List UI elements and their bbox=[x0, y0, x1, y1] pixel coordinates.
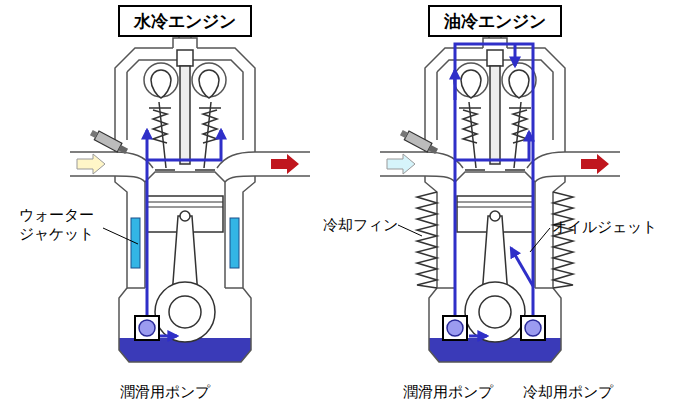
pump-symbol bbox=[443, 316, 467, 340]
part-label: 冷却フィン bbox=[318, 216, 398, 235]
oil-flow bbox=[147, 130, 221, 336]
pump-symbol bbox=[521, 316, 545, 340]
intake-arrow bbox=[387, 154, 415, 174]
cooling-fin bbox=[417, 192, 437, 288]
part-label: オイルジェット bbox=[552, 218, 676, 237]
oil-engine-parts bbox=[387, 44, 609, 340]
title-box: 水冷エンジン bbox=[118, 5, 252, 37]
title-box: 油冷エンジン bbox=[428, 5, 562, 37]
intake-arrow bbox=[77, 154, 105, 174]
part-label: 潤滑用ポンプ bbox=[110, 383, 220, 402]
water-jacket bbox=[230, 218, 239, 268]
title-text: 油冷エンジン bbox=[444, 10, 546, 33]
oil-flow bbox=[455, 44, 533, 336]
pump-symbol bbox=[135, 316, 159, 340]
exhaust-arrow bbox=[581, 154, 609, 174]
title-text: 水冷エンジン bbox=[134, 10, 236, 33]
cooling-fin bbox=[553, 192, 573, 288]
oil-cooled-engine bbox=[380, 30, 620, 362]
exhaust-arrow bbox=[271, 154, 299, 174]
water-engine-parts bbox=[77, 130, 299, 340]
part-label: 冷却用ポンプ bbox=[513, 383, 623, 402]
part-label: 潤滑用ポンプ bbox=[395, 383, 500, 402]
water-cooled-engine bbox=[70, 30, 310, 362]
part-label: ウォーター ジャケット bbox=[10, 206, 102, 244]
